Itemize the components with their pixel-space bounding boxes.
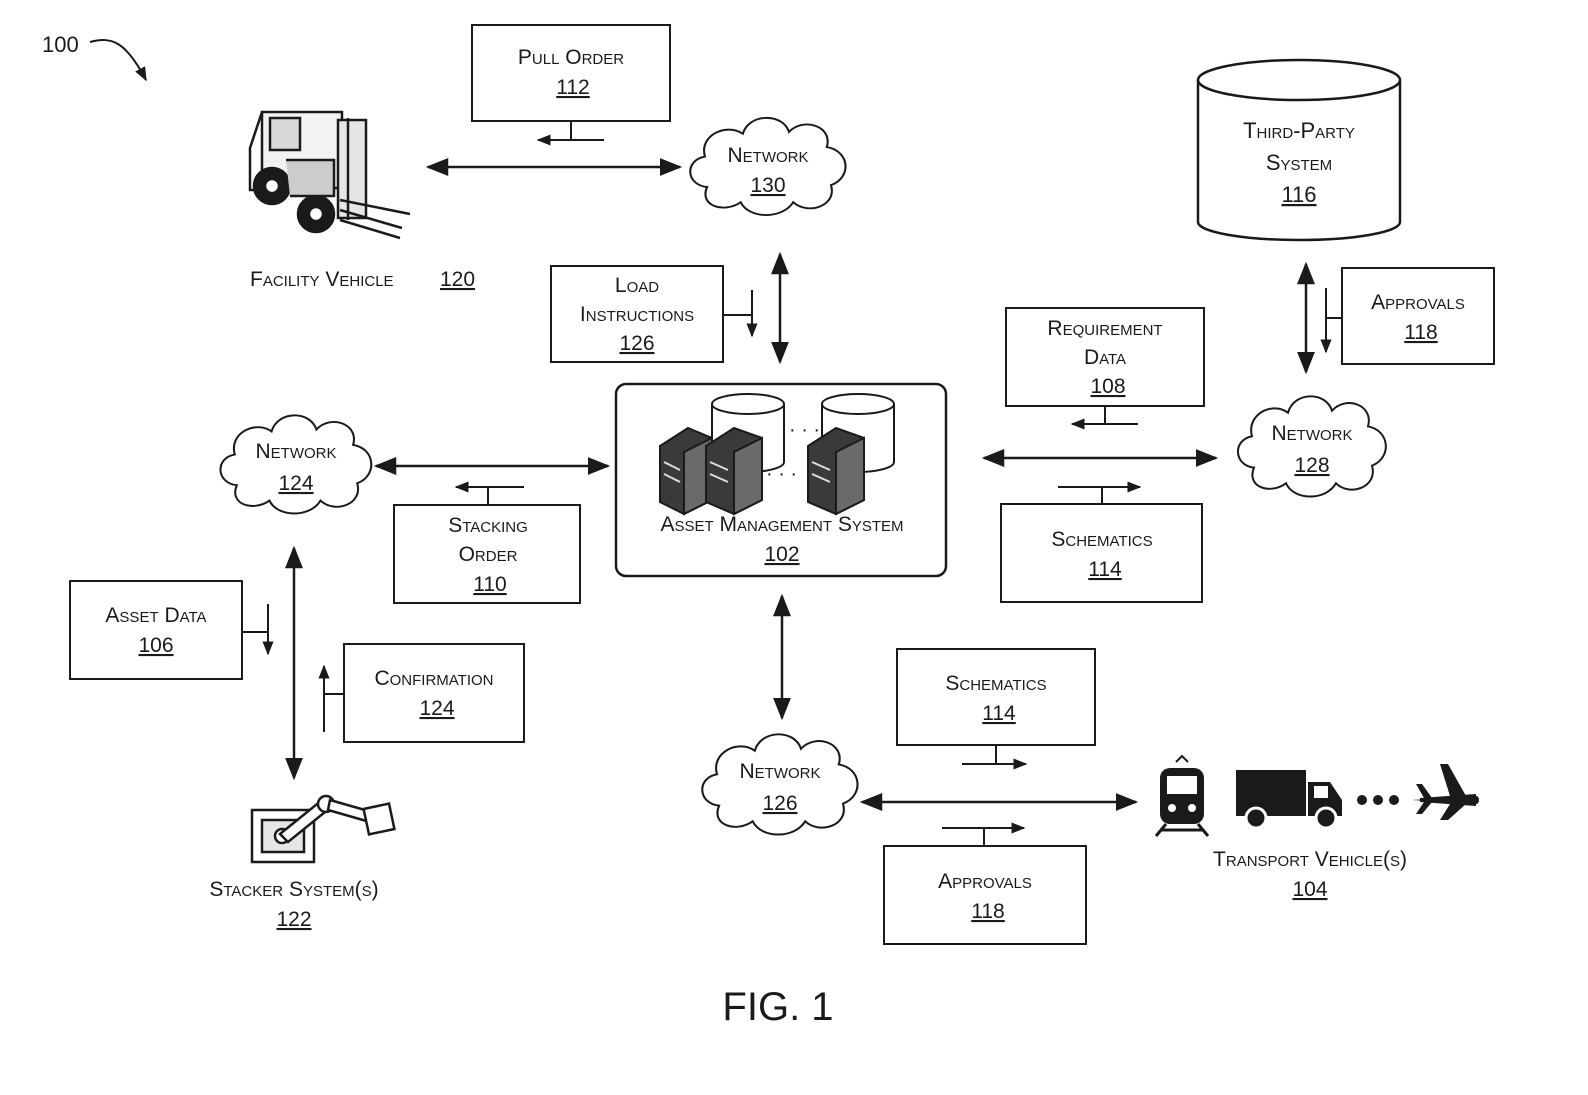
server-icon <box>706 428 762 514</box>
facility-vehicle: Facility Vehicle 120 <box>250 112 475 291</box>
network-124 <box>220 415 371 513</box>
stacker-system: Stacker System(s) 122 <box>209 796 394 931</box>
network-128-number: 128 <box>1294 454 1329 477</box>
load-instructions-line2: Instructions <box>580 303 694 326</box>
cloud-icon <box>1238 396 1386 496</box>
server-icon <box>808 428 864 514</box>
network-128 <box>1238 396 1386 496</box>
pull-order-message: Pull Order 112 <box>472 25 670 140</box>
cloud-icon <box>702 734 857 834</box>
figure-ref-number: 100 <box>42 32 79 57</box>
requirement-data-line1: Requirement <box>1047 317 1162 340</box>
database-icon <box>1198 60 1400 100</box>
network-130-number: 130 <box>750 174 785 197</box>
asset-management-system: · · · · · · Asset Management System 102 <box>616 384 946 576</box>
train-icon <box>1156 756 1208 836</box>
pull-order-number: 112 <box>556 76 589 99</box>
facility-vehicle-label: Facility Vehicle <box>250 268 394 291</box>
robot-arm-icon <box>252 796 394 862</box>
stacking-order-line1: Stacking <box>448 514 528 537</box>
third-party-line2: System <box>1266 150 1332 175</box>
transport-number: 104 <box>1292 878 1327 901</box>
approvals-top-label: Approvals <box>1371 291 1465 314</box>
truck-icon <box>1236 770 1342 828</box>
approvals-top-number: 118 <box>1404 321 1437 344</box>
requirement-data-number: 108 <box>1090 375 1125 398</box>
figure-ref: 100 <box>42 32 146 80</box>
network-126-label: Network <box>740 760 821 783</box>
load-instructions-message: Load Instructions 126 <box>551 266 752 362</box>
schematics-bottom-label: Schematics <box>945 672 1046 695</box>
forklift-icon <box>250 112 410 238</box>
confirmation-number: 124 <box>419 697 454 720</box>
asset-data-message: Asset Data 106 <box>70 581 268 679</box>
asset-data-label: Asset Data <box>105 604 206 627</box>
confirmation-message: Confirmation 124 <box>324 644 524 742</box>
load-instructions-number: 126 <box>619 332 654 355</box>
svg-text:· · ·: · · · <box>789 419 820 441</box>
approvals-top-message: Approvals 118 <box>1326 268 1494 364</box>
network-128-label: Network <box>1272 422 1353 445</box>
load-instructions-line1: Load <box>615 274 659 297</box>
transport-vehicles: Transport Vehicle(s) 104 <box>1156 756 1479 901</box>
stacker-label: Stacker System(s) <box>209 878 378 901</box>
stacking-order-message: Stacking Order 110 <box>394 487 580 603</box>
confirmation-label: Confirmation <box>374 667 493 690</box>
network-130-label: Network <box>728 144 809 167</box>
schematics-right-number: 114 <box>1088 558 1122 581</box>
cloud-icon <box>220 415 371 513</box>
requirement-data-message: Requirement Data 108 <box>1006 308 1204 424</box>
server-icon <box>660 428 712 514</box>
requirement-data-line2: Data <box>1084 346 1126 369</box>
network-124-label: Network <box>256 440 337 463</box>
network-126-number: 126 <box>762 792 797 815</box>
asset-management-number: 102 <box>764 543 799 566</box>
pull-order-label: Pull Order <box>518 46 624 69</box>
schematics-bottom-number: 114 <box>982 702 1016 725</box>
approvals-bottom-number: 118 <box>971 900 1004 923</box>
stacking-order-line2: Order <box>459 543 518 566</box>
approvals-bottom-label: Approvals <box>938 870 1032 893</box>
figure-caption: FIG. 1 <box>722 985 833 1029</box>
network-124-number: 124 <box>278 472 313 495</box>
network-126 <box>702 734 857 834</box>
third-party-line1: Third-Party <box>1243 118 1355 143</box>
svg-text:· · ·: · · · <box>766 463 797 485</box>
stacking-order-number: 110 <box>473 573 506 596</box>
third-party-number: 116 <box>1281 182 1316 207</box>
asset-data-number: 106 <box>138 634 173 657</box>
facility-vehicle-number: 120 <box>440 268 475 291</box>
asset-management-label: Asset Management System <box>660 513 903 536</box>
schematics-bottom-message: Schematics 114 <box>897 649 1095 764</box>
transport-label: Transport Vehicle(s) <box>1213 848 1407 871</box>
airplane-icon <box>1412 764 1479 820</box>
third-party-system: Third-Party System 116 <box>1198 60 1400 240</box>
stacker-number: 122 <box>276 908 311 931</box>
schematics-right-message: Schematics 114 <box>1001 487 1202 602</box>
schematics-right-label: Schematics <box>1051 528 1152 551</box>
approvals-bottom-message: Approvals 118 <box>884 828 1086 944</box>
figure-ref-arrow <box>90 40 146 80</box>
